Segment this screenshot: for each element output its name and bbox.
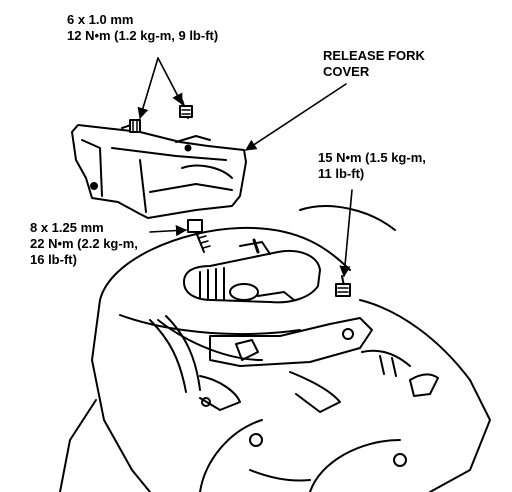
leader-lines xyxy=(137,57,353,278)
bolt-8x1.25 xyxy=(187,219,211,253)
bolt-6x1-left xyxy=(121,119,141,133)
bolt-15nm xyxy=(335,275,351,297)
callout-bolt-15nm: 15 N•m (1.5 kg-m, 11 lb-ft) xyxy=(318,150,426,182)
callout-release-fork-cover: RELEASE FORK COVER xyxy=(323,48,425,80)
callout-line: 22 N•m (2.2 kg-m, xyxy=(30,236,138,251)
clutch-slave-cylinder xyxy=(183,238,321,304)
callout-line: 11 lb-ft) xyxy=(318,166,365,181)
callout-line: 15 N•m (1.5 kg-m, xyxy=(318,150,426,165)
bolt-torque-label: 12 N•m (1.2 kg-m, 9 lb-ft) xyxy=(67,28,219,43)
release-fork-cover xyxy=(71,124,247,219)
callout-line: RELEASE FORK xyxy=(323,48,425,63)
bolt-6x1-right xyxy=(179,99,193,119)
callout-bolt-6x1: 6 x 1.0 mm 12 N•m (1.2 kg-m, 9 lb-ft) xyxy=(67,12,218,44)
callout-line: COVER xyxy=(323,64,370,79)
callout-line: 16 lb-ft) xyxy=(30,252,77,267)
bolt-size-label: 8 x 1.25 mm xyxy=(30,220,104,235)
release-fork-linkage xyxy=(149,315,439,467)
bolt-size-label: 6 x 1.0 mm xyxy=(67,12,134,27)
callout-bolt-8x1.25: 8 x 1.25 mm 22 N•m (2.2 kg-m, 16 lb-ft) xyxy=(30,220,138,268)
